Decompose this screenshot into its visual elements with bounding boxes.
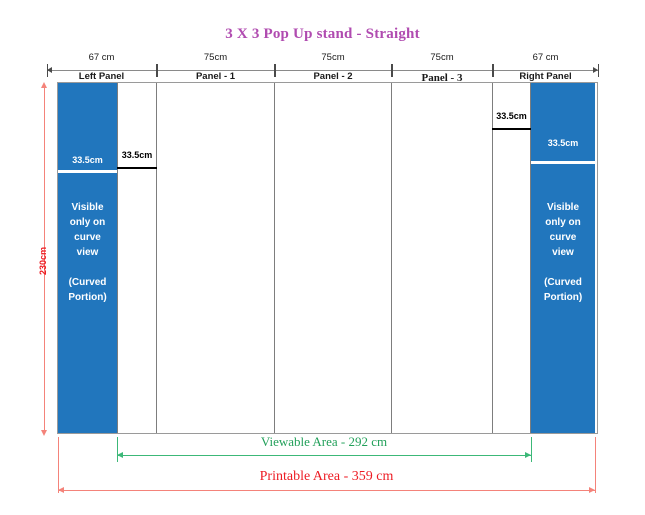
top-tick-4	[492, 64, 493, 77]
divider-left-curve	[117, 83, 118, 433]
viewable-dimension-line	[117, 455, 531, 456]
panel-name-2: Panel - 2	[313, 71, 353, 82]
top-tick-3b	[392, 64, 393, 77]
height-arrow-bottom	[40, 430, 47, 436]
top-dimension-arrow-right	[593, 66, 598, 73]
top-tick-1	[156, 64, 157, 77]
viewable-area-label: Viewable Area - 292 cm	[260, 434, 388, 449]
top-tick-2b	[275, 64, 276, 77]
top-dimension-arrow-left	[47, 66, 52, 73]
dimension-measure-panel-3: 75cm	[430, 52, 454, 63]
divider-right-gap	[492, 83, 493, 433]
viewable-ext-right	[531, 437, 532, 462]
viewable-arrow-right	[525, 451, 531, 458]
left-panel-size-label: 33.5cm	[72, 155, 103, 165]
right-panel-note-line6: Portion)	[543, 292, 583, 303]
right-panel-note: Visible only on curve view (Curved Porti…	[531, 200, 595, 305]
left-curved-panel	[58, 83, 117, 433]
right-curved-panel	[531, 83, 595, 433]
top-tick-2	[274, 64, 275, 77]
right-panel-note-line5: (Curved	[544, 277, 582, 288]
printable-arrow-right	[589, 486, 595, 493]
divider-panel-2	[274, 83, 275, 433]
left-panel-note-line5: (Curved	[68, 277, 107, 288]
left-panel-note-line4: view	[76, 247, 99, 258]
top-tick-4b	[493, 64, 494, 77]
divider-panel-1	[156, 83, 157, 433]
right-gap-marker-label: 33.5cm	[496, 111, 527, 121]
left-gap-marker-label: 33.5cm	[121, 150, 153, 160]
left-panel-note-line3: curve	[74, 232, 101, 243]
height-dimension-label: 230cm	[38, 246, 48, 275]
right-panel-note-line2: only on	[545, 217, 581, 228]
page-title: 3 X 3 Pop Up stand - Straight	[225, 26, 420, 42]
viewable-arrow-left	[117, 451, 123, 458]
viewable-ext-left	[117, 437, 118, 462]
right-panel-note-line1: Visible	[546, 202, 580, 213]
right-panel-note-spacer	[531, 260, 595, 275]
printable-ext-left	[58, 437, 59, 493]
stand-board	[57, 82, 598, 434]
right-panel-gap	[531, 161, 595, 164]
left-panel-note-line2: only on	[69, 217, 106, 228]
dimension-measure-left-panel: 67 cm	[88, 52, 115, 63]
height-dimension-line	[44, 84, 45, 432]
left-panel-gap	[58, 170, 117, 173]
left-panel-note-line1: Visible	[71, 202, 104, 213]
top-dimension-line	[47, 70, 598, 71]
printable-ext-right	[595, 437, 596, 493]
top-tick-1b	[157, 64, 158, 77]
panel-name-right: Right Panel	[519, 71, 572, 82]
left-panel-note: Visible only on curve view (Curved Porti…	[58, 200, 117, 305]
printable-dimension-line	[58, 490, 595, 491]
top-tick-5	[598, 64, 599, 77]
printable-arrow-left	[58, 486, 64, 493]
panel-name-1: Panel - 1	[195, 71, 236, 82]
right-panel-note-line4: view	[552, 247, 574, 258]
right-gap-marker-line	[492, 128, 531, 130]
left-gap-marker-line	[117, 167, 157, 169]
right-panel-note-line3: curve	[549, 232, 577, 243]
height-arrow-top	[40, 82, 47, 88]
left-panel-note-line6: Portion)	[68, 292, 107, 303]
panel-name-3: Panel - 3	[421, 72, 463, 84]
left-panel-note-spacer	[58, 260, 117, 275]
panel-name-left: Left Panel	[78, 71, 125, 82]
right-panel-size-label: 33.5cm	[547, 138, 579, 148]
printable-area-label: Printable Area - 359 cm	[259, 469, 394, 484]
dimension-measure-panel-1: 75cm	[203, 52, 228, 63]
dimension-measure-panel-2: 75cm	[321, 52, 345, 63]
divider-panel-3	[391, 83, 392, 433]
divider-right-curve	[530, 83, 531, 433]
top-tick-0	[47, 64, 48, 77]
dimension-measure-right-panel: 67 cm	[532, 52, 559, 63]
top-tick-3	[391, 64, 392, 77]
